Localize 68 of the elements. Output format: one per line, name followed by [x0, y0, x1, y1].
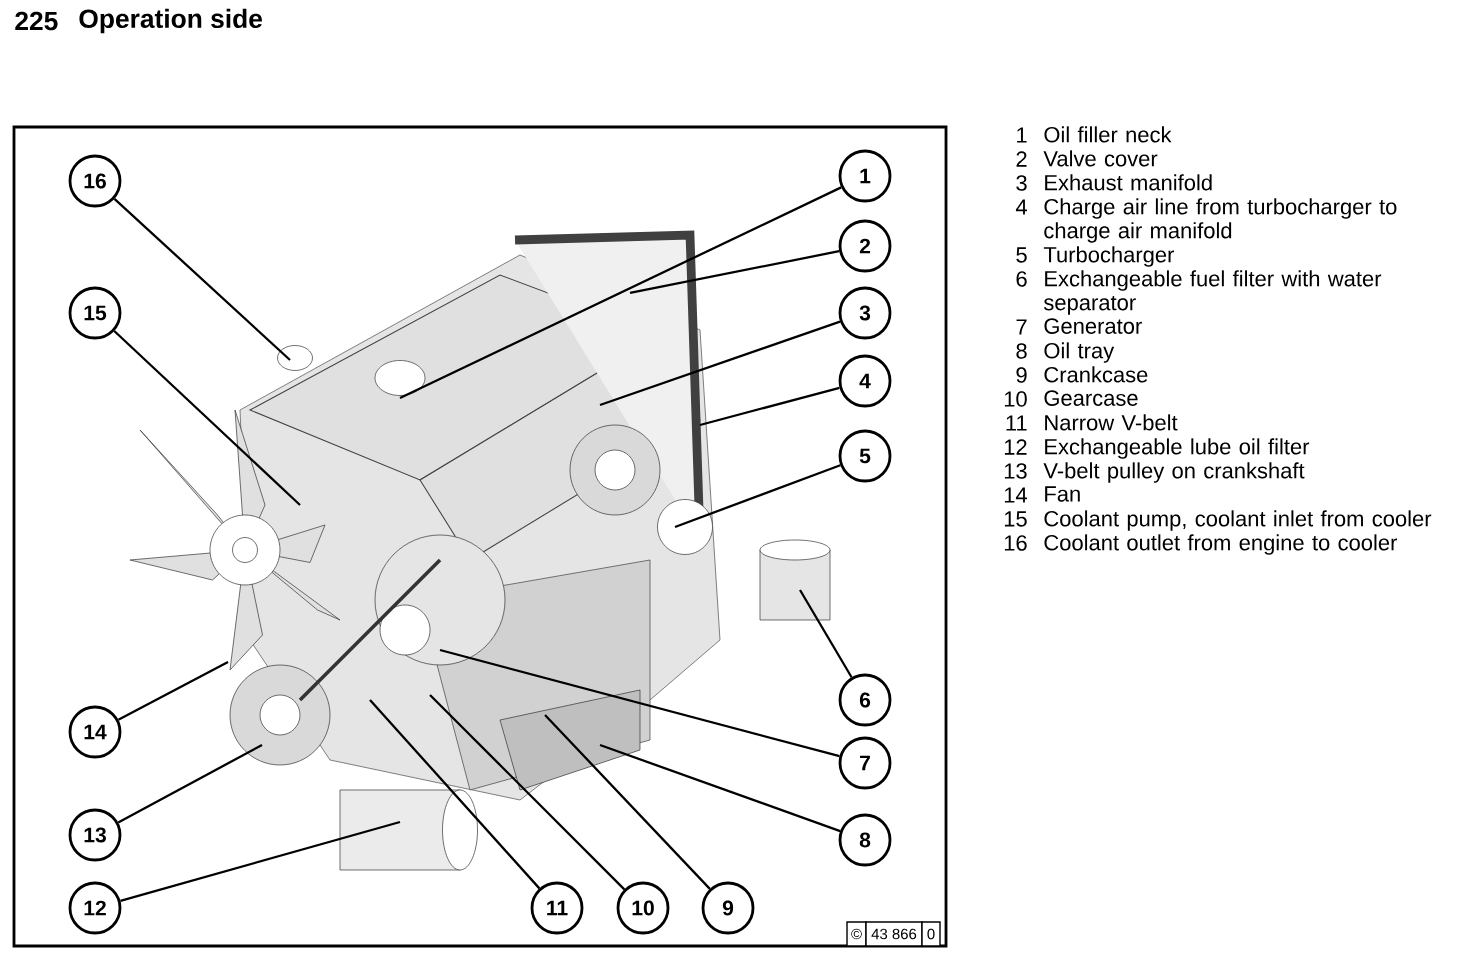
- figure-number: 225: [15, 11, 58, 31]
- callout-number: 12: [1004, 439, 1027, 455]
- callout-number: 6: [1016, 271, 1027, 287]
- leader-line: [629, 250, 840, 295]
- callout-number: 14: [1004, 487, 1027, 503]
- callout-number: 2: [838, 219, 892, 273]
- callout-number: 15: [1004, 511, 1027, 527]
- leader-line: [799, 589, 853, 678]
- reference-cell: 0: [921, 921, 941, 947]
- callout-number: 9: [1016, 367, 1027, 383]
- part-name: Coolant outlet from engine to cooler: [1044, 534, 1398, 555]
- callout-number: 5: [838, 429, 892, 483]
- part-name: Exchangeable lube oil filter: [1045, 438, 1310, 459]
- callout-number: 6: [838, 673, 892, 727]
- leader-line: [429, 694, 626, 891]
- part-name: Exchangeable fuel filter with water separator: [1043, 270, 1382, 315]
- leader-line: [117, 744, 263, 824]
- part-name: Valve cover: [1043, 150, 1158, 167]
- leader-line: [113, 330, 301, 506]
- callout-number: 7: [838, 736, 892, 790]
- callout-number: 12: [68, 881, 122, 935]
- callout-number: 2: [1016, 151, 1027, 167]
- leader-line: [674, 464, 841, 529]
- callout-number: 4: [838, 354, 892, 408]
- title: Operation side: [79, 8, 262, 34]
- leader-line: [599, 743, 841, 833]
- part-name: Generator: [1044, 318, 1142, 334]
- callout-number: 10: [1004, 391, 1027, 407]
- part-name: Oil filler neck: [1044, 126, 1172, 143]
- part-name: Coolant pump, coolant inlet from cooler: [1044, 510, 1432, 531]
- part-name: Crankcase: [1044, 366, 1148, 383]
- callout-number: 16: [68, 154, 122, 208]
- leader-line: [439, 648, 840, 758]
- callout-number: 1: [838, 149, 892, 203]
- callout-number: 1: [1017, 127, 1027, 143]
- callout-number: 9: [701, 881, 755, 935]
- callout-number: 3: [838, 286, 892, 340]
- part-name: V-belt pulley on crankshaft: [1043, 462, 1305, 483]
- callout-number: 11: [1006, 415, 1027, 431]
- leader-line: [369, 699, 541, 890]
- leader-line: [544, 714, 711, 890]
- callout-number: 16: [1004, 535, 1027, 551]
- callout-number: 13: [1004, 463, 1027, 479]
- part-name: Oil tray: [1044, 342, 1115, 363]
- leader-line: [399, 186, 842, 399]
- callout-number: 8: [1016, 343, 1027, 359]
- part-name: Turbocharger: [1043, 246, 1175, 267]
- callout-number: 11: [530, 881, 584, 935]
- part-name: Charge air line from turbocharger to charge air manifold: [1044, 198, 1397, 243]
- leader-line: [120, 820, 401, 902]
- part-name: Fan: [1045, 486, 1080, 502]
- callout-number: 14: [68, 705, 122, 759]
- leader-line: [117, 661, 229, 721]
- callout-number: 8: [838, 813, 892, 867]
- callout-number: 5: [1016, 247, 1027, 263]
- leader-line: [113, 198, 291, 361]
- leader-line: [599, 320, 841, 407]
- part-name: Gearcase: [1044, 390, 1138, 406]
- leader-line: [699, 386, 840, 427]
- part-name: Exhaust manifold: [1045, 174, 1212, 191]
- callout-number: 3: [1016, 175, 1027, 191]
- part-name: Narrow V-belt: [1045, 414, 1178, 431]
- callout-number: 13: [68, 808, 122, 862]
- reference-cell: ©: [846, 921, 867, 947]
- callout-number: 4: [1015, 199, 1027, 215]
- callout-number: 7: [1016, 319, 1027, 335]
- callout-number: 10: [616, 881, 670, 935]
- callout-number: 15: [68, 286, 122, 340]
